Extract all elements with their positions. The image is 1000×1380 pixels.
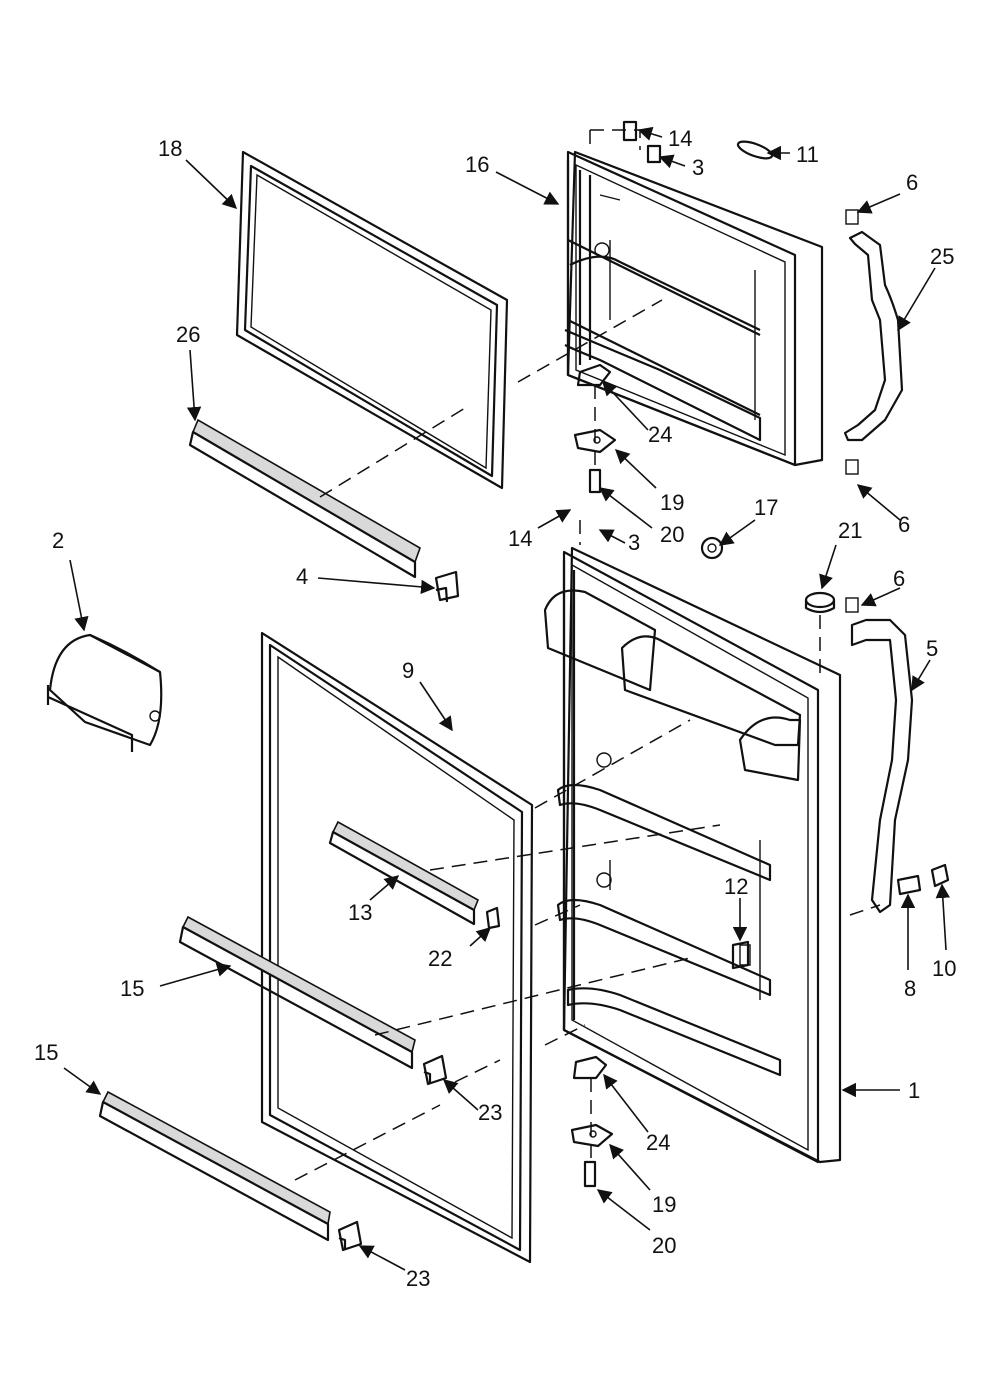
callout-6-top: 6 xyxy=(906,170,918,195)
refrigerator-door-handle xyxy=(845,597,914,914)
callout-20-lower: 20 xyxy=(652,1233,676,1258)
callout-1: 1 xyxy=(908,1078,920,1103)
callout-19-lower: 19 xyxy=(652,1192,676,1217)
callout-21: 21 xyxy=(838,518,862,543)
refrigerator-door xyxy=(543,546,842,1164)
callout-20-upper: 20 xyxy=(660,522,684,547)
callout-4: 4 xyxy=(296,564,308,589)
end-cap-23-lower xyxy=(337,1220,363,1252)
handle-screw-and-spacer xyxy=(896,863,950,896)
callout-2: 2 xyxy=(52,528,64,553)
callout-23-lower: 23 xyxy=(406,1266,430,1291)
callout-leaders xyxy=(63,126,950,1271)
callout-10: 10 xyxy=(932,956,956,981)
shelf-rail-13 xyxy=(328,820,480,926)
callout-24-lower: 24 xyxy=(646,1130,670,1155)
callout-9: 9 xyxy=(402,658,414,683)
callout-12: 12 xyxy=(724,874,748,899)
callout-14-lower: 14 xyxy=(508,526,532,551)
refrigerator-door-gasket xyxy=(260,631,534,1264)
callout-18: 18 xyxy=(158,136,182,161)
callout-14-upper: 14 xyxy=(668,126,692,151)
callout-26: 26 xyxy=(176,322,200,347)
callout-8: 8 xyxy=(904,976,916,1001)
callout-25: 25 xyxy=(930,244,954,269)
callout-19-upper: 19 xyxy=(660,490,684,515)
door-shelf-rail-lower xyxy=(98,1090,331,1242)
callout-17: 17 xyxy=(754,495,778,520)
freezer-door xyxy=(564,150,824,467)
assembly-dashed-lines xyxy=(294,129,881,1181)
callout-6-middle: 6 xyxy=(898,512,910,537)
callout-22: 22 xyxy=(428,946,452,971)
callout-labels: 18 16 14 3 11 6 25 26 24 19 6 17 14 3 20… xyxy=(34,126,956,1291)
hinge-cap-21 xyxy=(804,591,836,614)
upper-hinge-hardware xyxy=(573,120,774,494)
end-cap-23-upper xyxy=(422,1054,448,1086)
hole-plug-17 xyxy=(700,536,724,560)
callout-3-lower: 3 xyxy=(628,530,640,555)
callout-15-upper: 15 xyxy=(120,976,144,1001)
callout-15-lower: 15 xyxy=(34,1040,58,1065)
shelf-end-cap-upper xyxy=(434,570,460,603)
freezer-door-shelf-rail xyxy=(188,418,421,579)
callout-16: 16 xyxy=(465,152,489,177)
end-cap-22 xyxy=(485,906,501,930)
callout-24-upper: 24 xyxy=(648,422,672,447)
callout-6-lower: 6 xyxy=(893,566,905,591)
callout-5: 5 xyxy=(926,636,938,661)
door-shelf-rail-upper xyxy=(178,915,416,1070)
dairy-compartment-bin xyxy=(46,633,163,752)
lower-hinge-hardware xyxy=(570,1055,614,1188)
callout-13: 13 xyxy=(348,900,372,925)
callout-3-upper: 3 xyxy=(692,155,704,180)
freezer-door-handle xyxy=(843,209,904,475)
freezer-door-gasket xyxy=(235,150,509,490)
door-clip-12 xyxy=(731,940,750,970)
callout-23-upper: 23 xyxy=(478,1100,502,1125)
callout-11: 11 xyxy=(796,142,819,167)
